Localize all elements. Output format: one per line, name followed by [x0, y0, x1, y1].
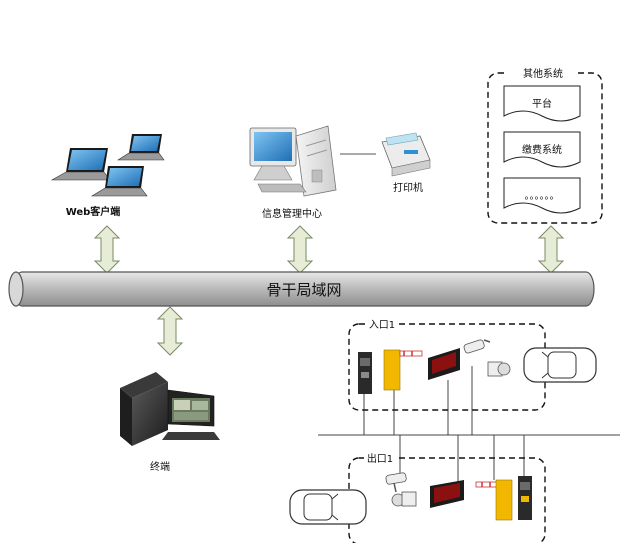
backbone-label: 骨干局域网 [266, 281, 341, 299]
desktop-pc-icon [249, 125, 337, 197]
laptop-icon [90, 166, 148, 197]
system-card-billing: 缴费系统 [503, 131, 581, 168]
arrow-other-systems [537, 225, 565, 274]
led-display-icon [428, 348, 460, 380]
entrance-group: 入口1 [348, 318, 546, 411]
system-item-label: 缴费系统 [522, 143, 562, 156]
other-systems-title: 其他系统 [523, 67, 563, 80]
printer-label: 打印机 [393, 181, 423, 194]
laptop-icon [116, 134, 165, 161]
camera-icon [463, 339, 491, 354]
car-icon [523, 347, 597, 383]
field-bus [318, 366, 620, 486]
barrier-gate-icon [383, 349, 423, 391]
ticket-dispenser-icon [518, 476, 532, 520]
card-reader-icon [391, 491, 417, 507]
barrier-gate-icon [475, 479, 513, 521]
camera-icon [385, 472, 407, 493]
system-item-label: 。。。。。。 [525, 191, 560, 202]
arrow-terminal [156, 306, 184, 356]
system-card-more: 。。。。。。 [503, 177, 581, 214]
terminal-workstation-icon [120, 372, 220, 446]
exit-group: 出口1 [348, 452, 546, 543]
system-card-platform: 平台 [503, 85, 581, 122]
arrow-web-client [93, 225, 121, 274]
card-reader-icon [487, 361, 511, 377]
system-item-label: 平台 [532, 97, 552, 110]
exit-label: 出口1 [367, 452, 393, 465]
entrance-label: 入口1 [369, 320, 395, 331]
car-icon [289, 489, 367, 525]
web-client-label: Web客户端 [66, 205, 121, 218]
other-systems-group: 其他系统 平台 缴费系统 。。。。。。 [487, 67, 603, 224]
backbone-lan: 骨干局域网 [8, 271, 595, 307]
printer-icon [381, 132, 431, 177]
terminal-label: 终端 [150, 460, 170, 473]
led-display-icon [430, 480, 464, 508]
ticket-dispenser-icon [358, 352, 372, 394]
info-center-label: 信息管理中心 [262, 207, 322, 220]
arrow-info-center [286, 225, 314, 274]
laptop-icon [50, 148, 111, 181]
